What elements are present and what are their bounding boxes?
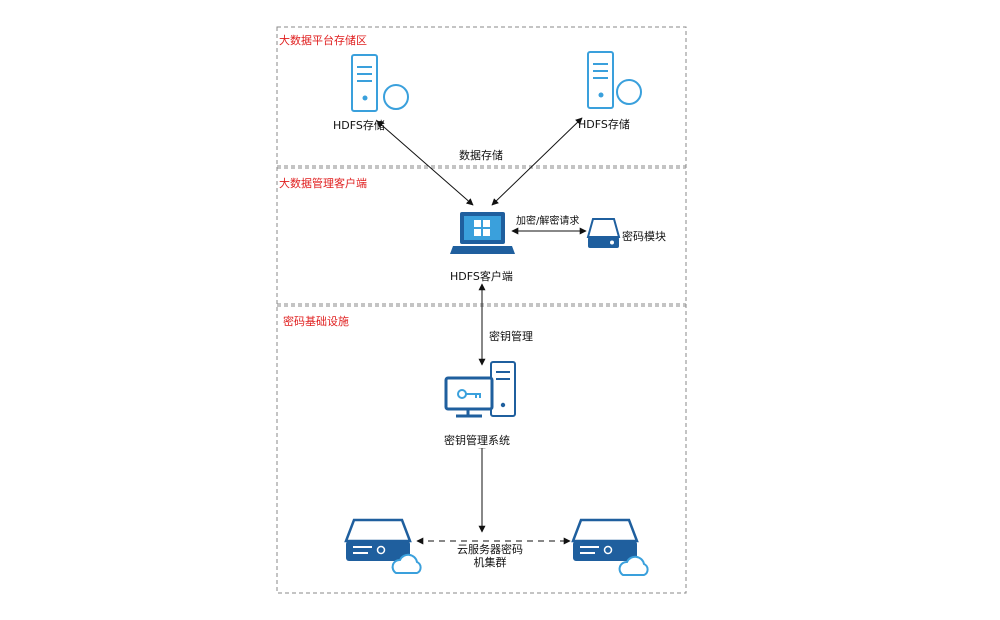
edge-right-storage-to-client — [491, 117, 583, 206]
cloud-cluster-label-line1: 云服务器密码 — [457, 543, 523, 556]
hard-drive-icon — [586, 218, 621, 248]
edge-left-storage-to-client — [376, 120, 474, 206]
key-management-server-icon — [444, 361, 516, 418]
server-icon — [351, 54, 409, 112]
cloud-cluster-label-line2: 机集群 — [473, 556, 507, 569]
zones-frame — [276, 26, 687, 594]
cloud-server-icon — [344, 518, 422, 574]
edge-label-encrypt-decrypt: 加密/解密请求 — [516, 212, 580, 227]
server-icon — [587, 51, 642, 109]
node-label-cloud-cluster: 云服务器密码 机集群 — [446, 543, 534, 569]
edge-label-data-storage: 数据存储 — [459, 147, 503, 163]
edge-label-key-management: 密钥管理 — [489, 328, 533, 344]
zone-label-storage: 大数据平台存储区 — [279, 34, 367, 47]
node-label-crypto-module: 密码模块 — [622, 230, 666, 243]
cloud-server-icon — [571, 518, 649, 576]
zone-label-client: 大数据管理客户端 — [279, 177, 367, 190]
laptop-icon — [450, 212, 515, 254]
node-label-kms: 密钥管理系统 — [444, 432, 510, 448]
zone-label-crypto: 密码基础设施 — [283, 315, 349, 328]
node-label-hdfs-left: HDFS存储 — [333, 119, 385, 132]
node-label-hdfs-right: HDFS存储 — [578, 118, 630, 131]
node-label-hdfs-client: HDFS客户端 — [450, 270, 513, 283]
